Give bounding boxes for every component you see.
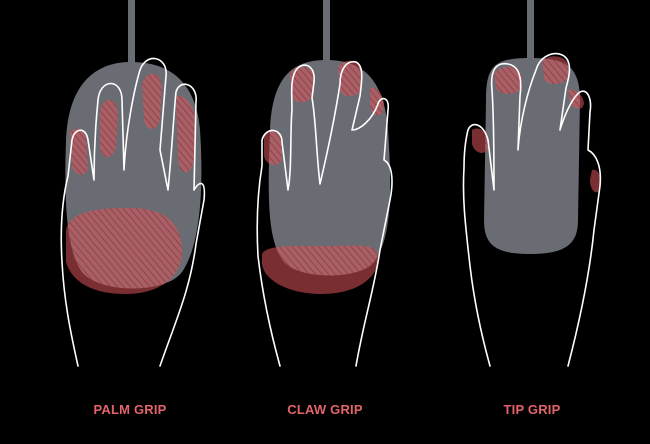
tip-grip-illustration [463, 0, 600, 366]
palm-grip-illustration [61, 0, 204, 366]
mouse-cable [128, 0, 135, 68]
mouse-cable [527, 0, 534, 64]
palm-grip-label: PALM GRIP [50, 402, 210, 417]
tip-grip-label: TIP GRIP [452, 402, 612, 417]
claw-grip-label: CLAW GRIP [245, 402, 405, 417]
mouse-cable [323, 0, 330, 66]
claw-grip-illustration [257, 0, 392, 366]
